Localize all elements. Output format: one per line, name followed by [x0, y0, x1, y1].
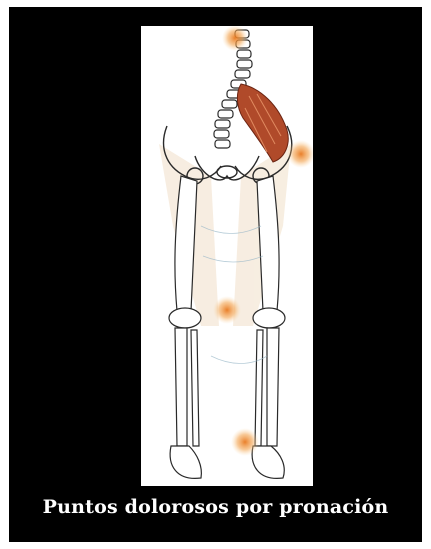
anatomy-illustration	[141, 26, 313, 486]
hip-muscle	[237, 84, 288, 162]
pain-point-knee	[213, 296, 241, 324]
pain-point-ankle	[231, 428, 259, 456]
image-caption: Puntos dolorosos por pronación	[0, 496, 431, 518]
pain-point-neck	[222, 26, 248, 51]
